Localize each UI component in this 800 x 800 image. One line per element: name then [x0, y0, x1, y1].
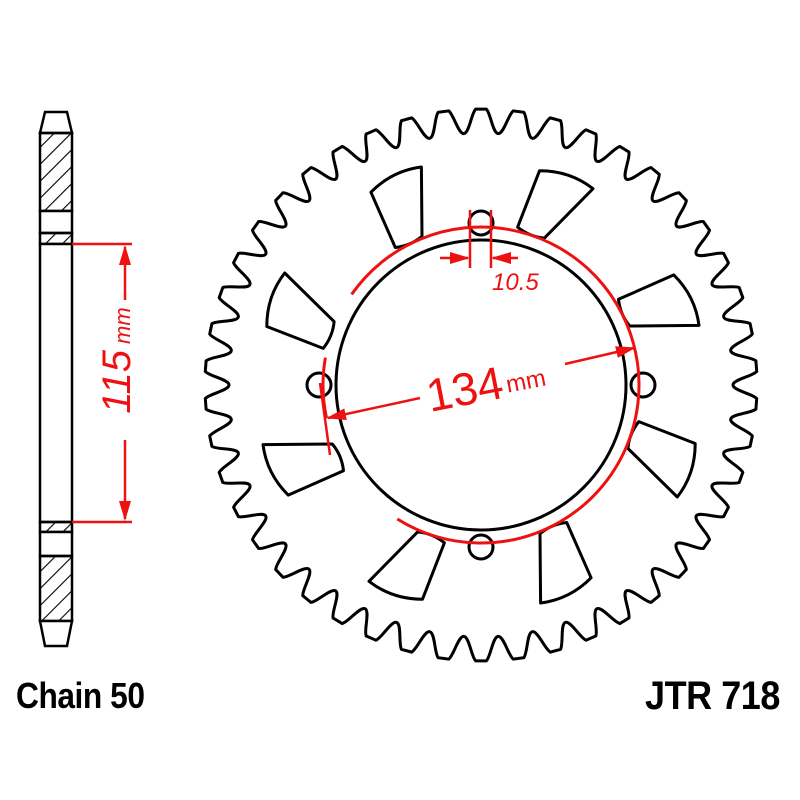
bottom-hub-band [38, 520, 74, 534]
center-bore [334, 238, 628, 532]
chain-size-label: Chain 50 [16, 675, 145, 716]
side-profile [38, 110, 74, 648]
pcd-dimension [318, 346, 636, 456]
bottom-hatch [38, 554, 74, 623]
part-number-label: JTR 718 [645, 674, 780, 718]
bolt-hole-dimension [440, 210, 518, 268]
lightening-hole [369, 165, 424, 249]
offset-dimension [72, 242, 132, 524]
sprocket-teeth-outline [203, 107, 759, 663]
bottom-tooth-tip [38, 619, 74, 648]
bolt-hole [467, 209, 495, 237]
hub-body [38, 242, 74, 524]
lightening-hole [516, 169, 595, 240]
lightening-hole [538, 521, 593, 605]
top-hub-band [38, 231, 74, 246]
lightening-hole [367, 530, 446, 601]
top-hatch [38, 131, 74, 213]
lightening-hole [265, 271, 336, 350]
offset-value: 115 [95, 349, 139, 414]
pcd-unit: mm [504, 365, 548, 399]
bolt-hole [467, 533, 495, 561]
pcd-circle [321, 225, 641, 545]
bolt-hole [629, 371, 657, 399]
bolt-hole [305, 371, 333, 399]
offset-unit: mm [110, 307, 135, 344]
bolt-hole-diameter-value: 10.5 [492, 269, 539, 296]
lightening-hole [626, 420, 697, 499]
lightening-hole [261, 442, 345, 497]
lightening-hole [617, 273, 701, 328]
pcd-value: 134 [422, 356, 507, 422]
top-tooth-tip [38, 110, 74, 135]
